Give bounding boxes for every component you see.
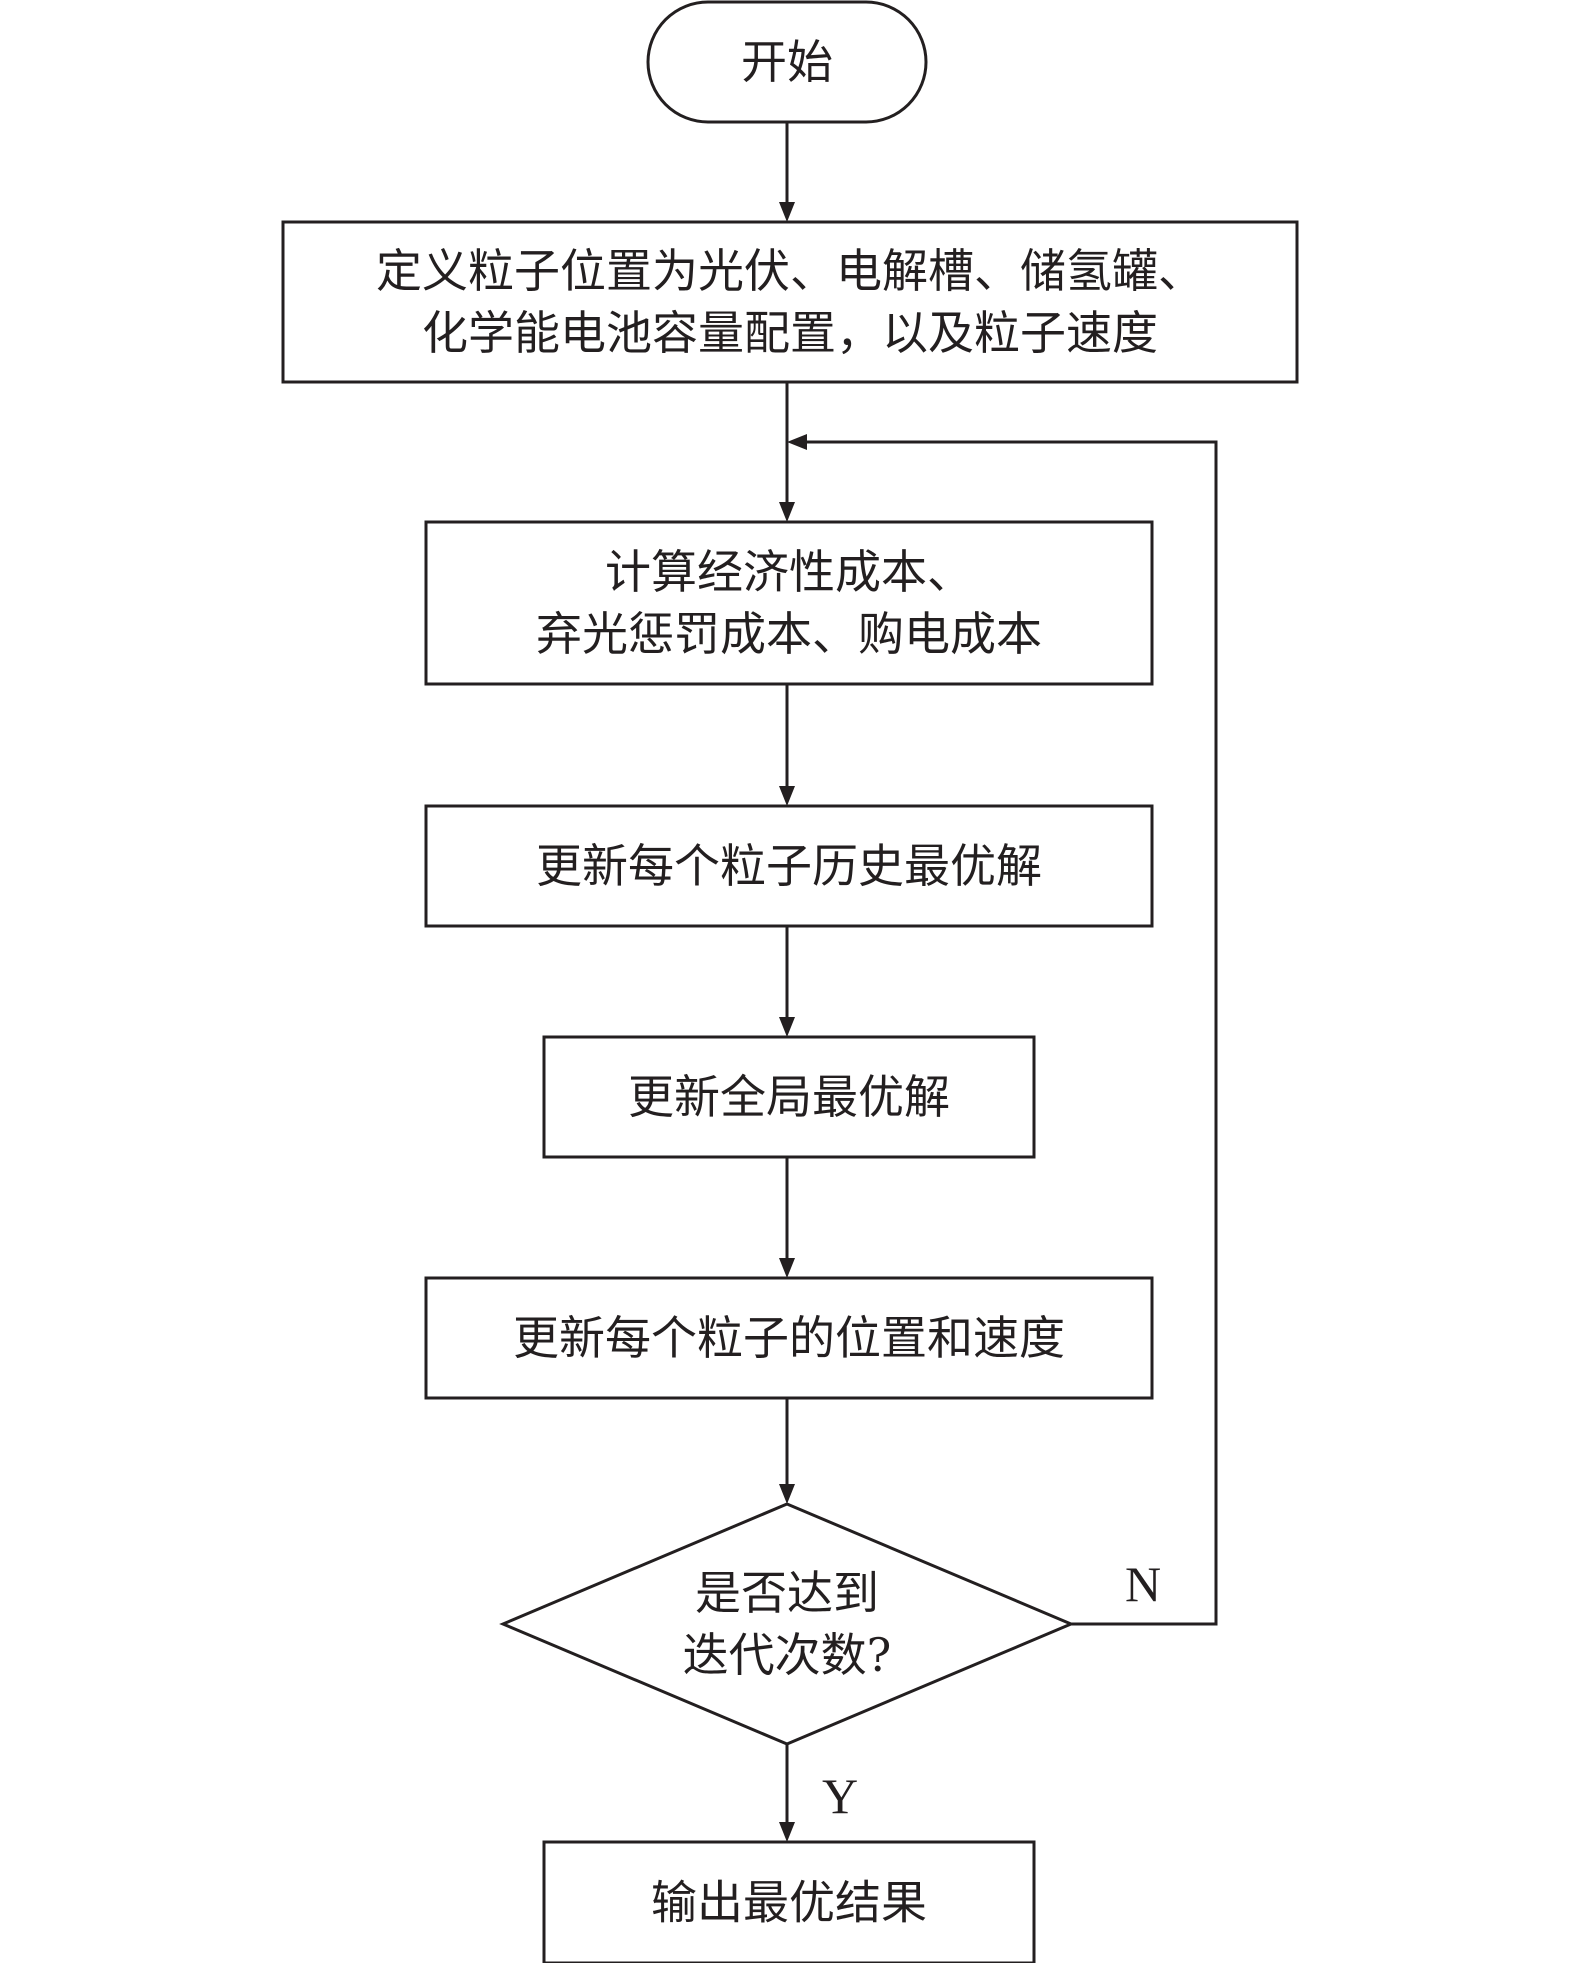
process-box — [424, 1276, 1154, 1400]
node-update-personal: 更新每个粒子历史最优解 — [424, 804, 1154, 928]
process-box — [542, 1035, 1036, 1159]
process-box — [542, 1840, 1036, 1963]
edge-compute-to-update-personal — [779, 684, 795, 806]
arrowhead — [779, 1017, 795, 1037]
node-start: 开始 — [646, 0, 928, 124]
node-label: 更新每个粒子的位置和速度 — [513, 1311, 1065, 1365]
edge-update-global-to-update-pos — [779, 1157, 795, 1278]
node-label: 计算经济性成本、 — [605, 545, 973, 599]
node-label: 弃光惩罚成本、购电成本 — [536, 607, 1042, 661]
node-update-global: 更新全局最优解 — [542, 1035, 1036, 1159]
arrowhead — [779, 1822, 795, 1842]
arrowhead — [779, 502, 795, 522]
edge-define-to-compute — [779, 382, 795, 522]
edge-label-Y: Y — [822, 1768, 858, 1824]
process-box — [281, 220, 1299, 384]
edge-label-N: N — [1125, 1556, 1161, 1612]
terminator-shape — [646, 0, 928, 124]
nodes-layer: 开始定义粒子位置为光伏、电解槽、储氢罐、化学能电池容量配置，以及粒子速度计算经济… — [281, 0, 1299, 1963]
edge-check-to-output — [779, 1744, 795, 1842]
process-box — [424, 520, 1154, 686]
edge-check-to-compute — [787, 434, 1218, 1626]
decision-diamond — [499, 1502, 1075, 1746]
arrowhead — [787, 434, 807, 450]
node-label: 开始 — [741, 35, 833, 89]
node-compute: 计算经济性成本、弃光惩罚成本、购电成本 — [424, 520, 1154, 686]
process-box — [424, 804, 1154, 928]
arrowhead — [779, 786, 795, 806]
edge-start-to-define — [779, 122, 795, 222]
edge-labels-layer: NY — [822, 1556, 1161, 1824]
node-update-pos: 更新每个粒子的位置和速度 — [424, 1276, 1154, 1400]
edge-update-personal-to-update-global — [779, 926, 795, 1037]
node-output: 输出最优结果 — [542, 1840, 1036, 1963]
node-label: 是否达到 — [695, 1566, 879, 1620]
edge-update-pos-to-check — [779, 1398, 795, 1504]
arrowhead — [779, 202, 795, 222]
node-label: 迭代次数? — [683, 1628, 892, 1682]
node-label: 更新全局最优解 — [628, 1070, 950, 1124]
node-label: 定义粒子位置为光伏、电解槽、储氢罐、 — [376, 244, 1204, 298]
node-label: 输出最优结果 — [651, 1876, 927, 1930]
edges-layer — [779, 122, 1218, 1842]
arrowhead — [779, 1258, 795, 1278]
node-label: 化学能电池容量配置，以及粒子速度 — [422, 306, 1158, 360]
node-define: 定义粒子位置为光伏、电解槽、储氢罐、化学能电池容量配置，以及粒子速度 — [281, 220, 1299, 384]
edge-line — [805, 440, 1218, 1626]
node-label: 更新每个粒子历史最优解 — [536, 839, 1042, 893]
arrowhead — [779, 1484, 795, 1504]
